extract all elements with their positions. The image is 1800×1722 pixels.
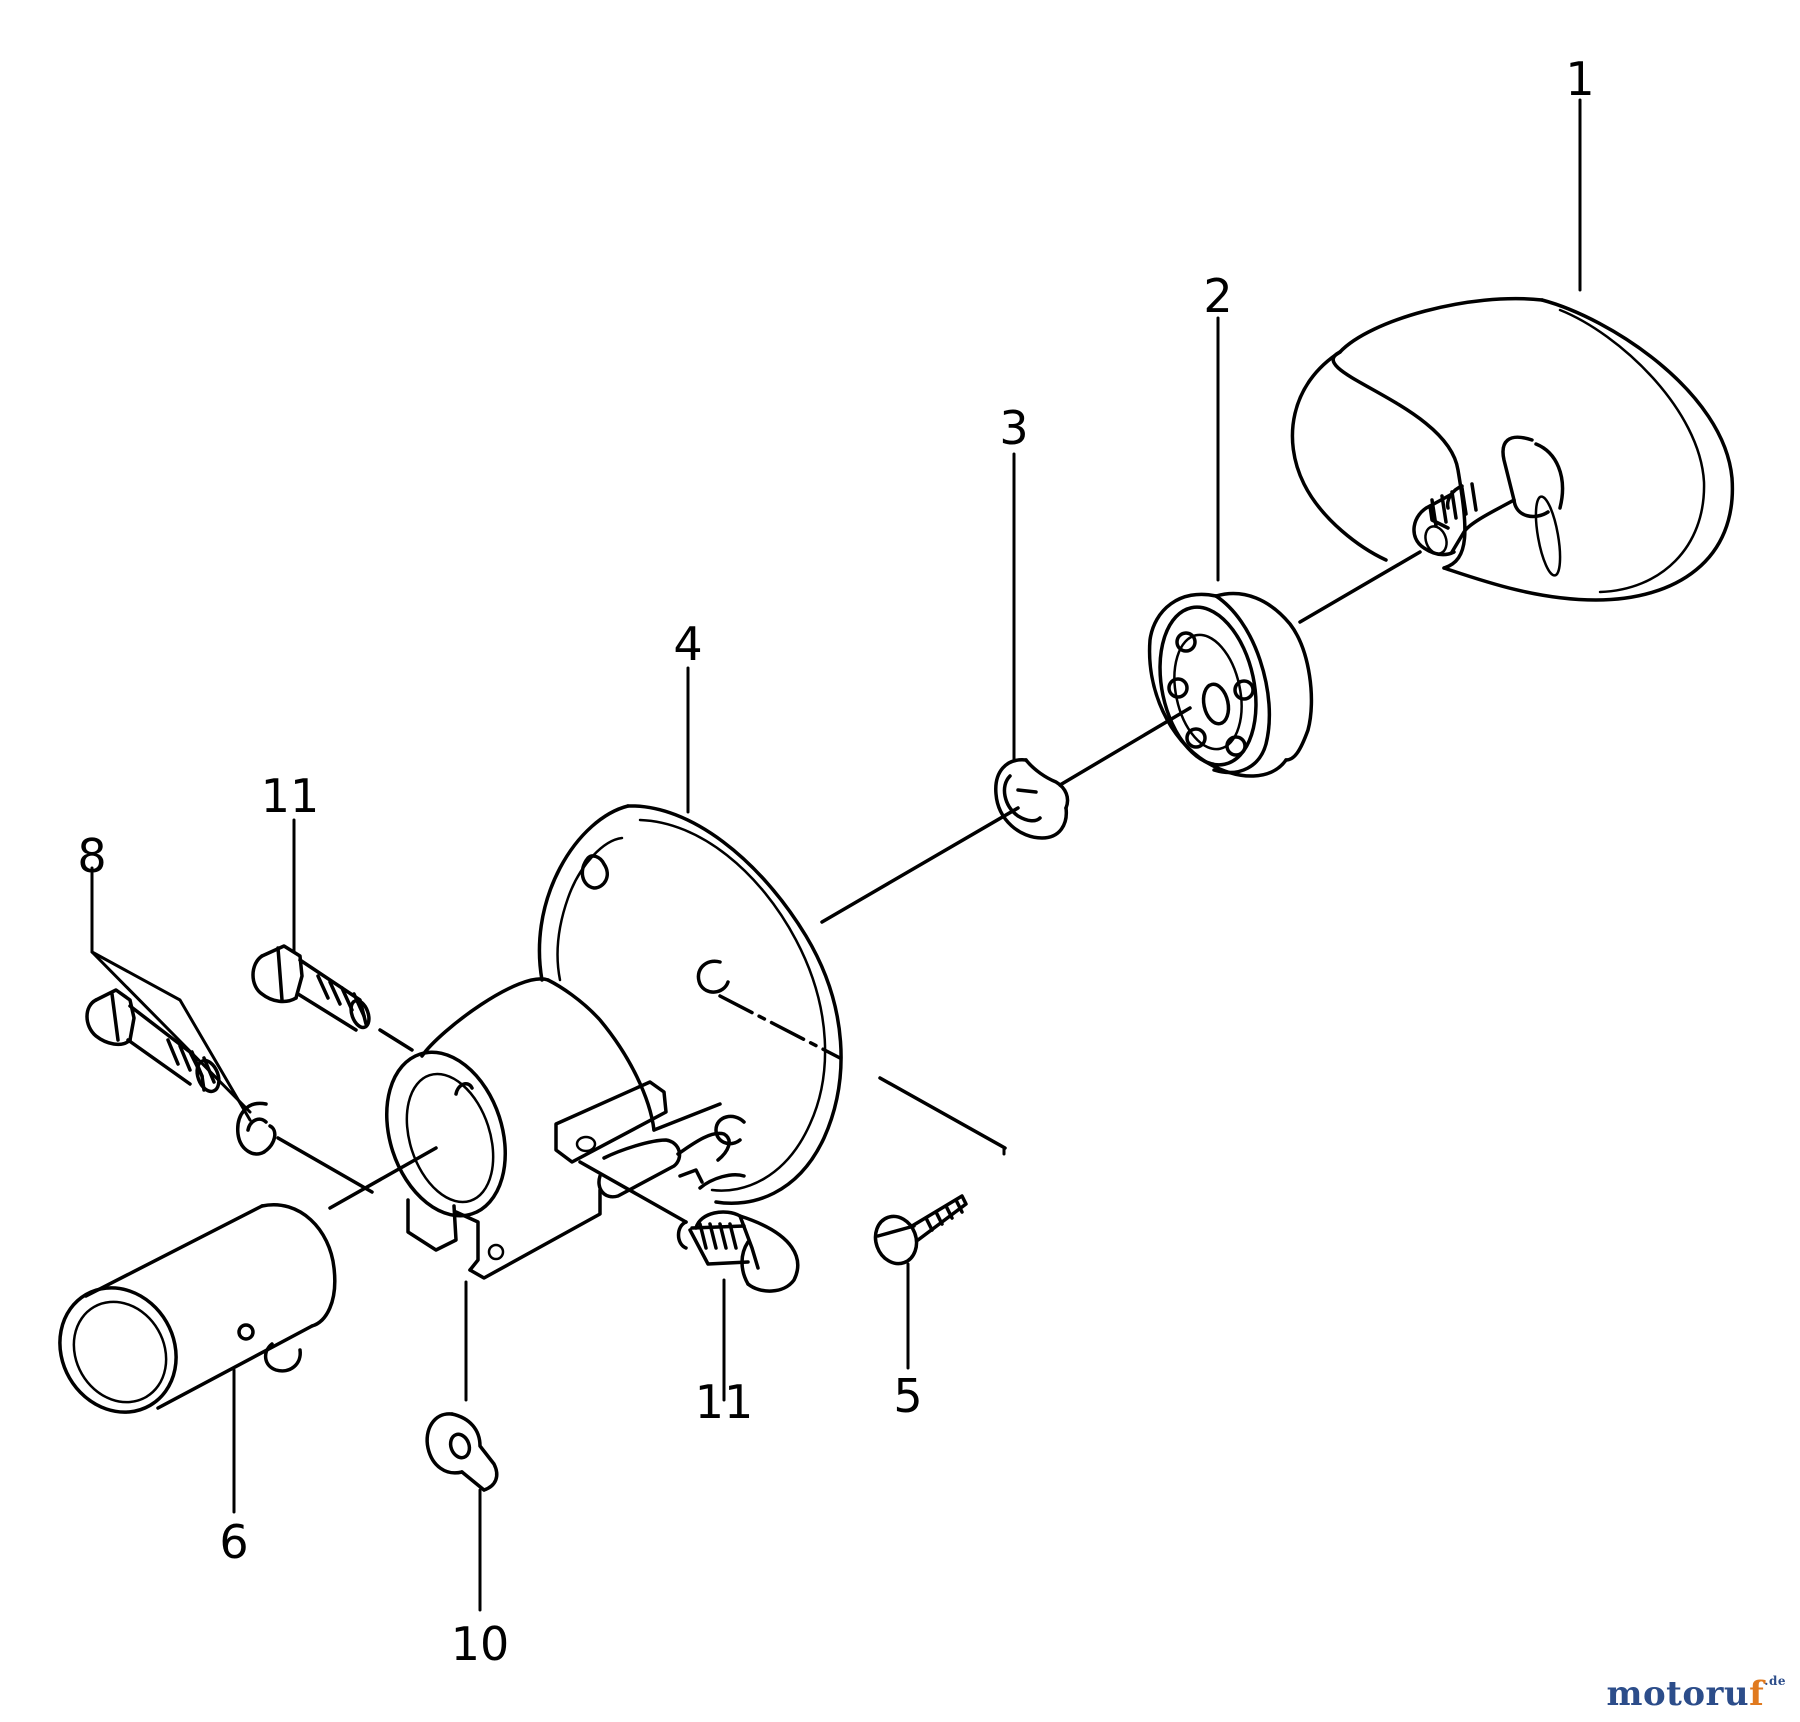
callout-6: 6: [219, 1515, 248, 1569]
axis-line-5-screw: [878, 1076, 1007, 1150]
callout-4: 4: [673, 617, 702, 671]
axis-line-3-4: [820, 806, 1020, 924]
callout-3: 3: [999, 401, 1028, 455]
part-washer-8: [236, 1101, 277, 1156]
part-bearing: [1147, 591, 1314, 778]
callout-11-lower: 11: [695, 1375, 754, 1429]
callout-1: 1: [1565, 52, 1594, 106]
part-clutch-housing: [385, 804, 843, 1280]
watermark-tld-text: .de: [1764, 1674, 1786, 1688]
axis-line-4-6: [328, 1146, 438, 1210]
axis-line-11-lower: [578, 1160, 688, 1224]
watermark-accent-text: f: [1749, 1674, 1765, 1714]
callout-11-upper: 11: [261, 769, 320, 823]
axis-line-8-4: [276, 1136, 374, 1194]
part-tube-sleeve: [58, 1203, 337, 1414]
axis-line-1-2: [1298, 550, 1422, 624]
watermark-main-text: motoru: [1606, 1674, 1750, 1714]
part-bolt-8: [85, 988, 221, 1094]
part-snap-ring: [994, 758, 1070, 840]
watermark-logo: motoruf.de: [1606, 1674, 1786, 1714]
callout-8: 8: [77, 829, 106, 883]
part-clutch-drum: [1290, 296, 1735, 602]
leader-line-8: [90, 866, 252, 1122]
axis-line-11-upper: [378, 1028, 414, 1052]
axis-line-4-5: [718, 994, 842, 1060]
callout-labels: 1 2 3 4 5 6 8 10 11 11: [77, 52, 1594, 1671]
part-bolt-11-lower: [676, 1210, 800, 1293]
part-bolt-11-upper: [251, 944, 371, 1032]
callout-2: 2: [1203, 269, 1232, 323]
part-tab-washer: [425, 1412, 499, 1492]
assembly-axis-lines: [276, 550, 1422, 1224]
leader-line-8-b: [90, 950, 252, 1114]
callout-10: 10: [451, 1617, 510, 1671]
callout-5: 5: [893, 1369, 922, 1423]
part-screw: [873, 1194, 968, 1266]
leader-lines: [90, 98, 1582, 1612]
